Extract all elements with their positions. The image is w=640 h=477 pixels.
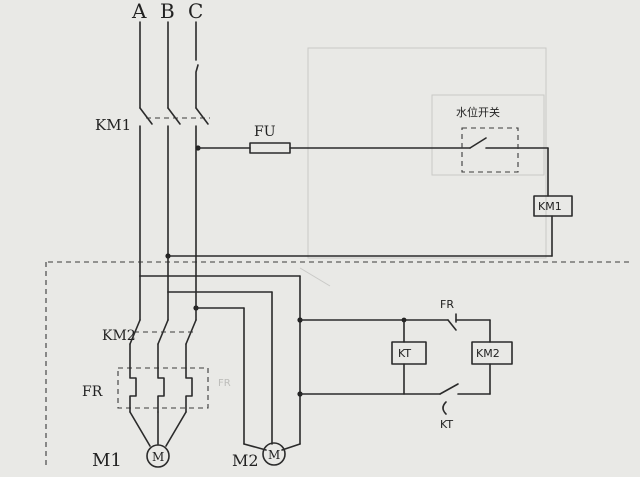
motor-m2-label: M2	[232, 451, 259, 470]
fr-label: FR	[82, 384, 103, 400]
km2-contacts	[129, 275, 197, 369]
fr-thermal-elements	[117, 367, 209, 447]
float-switch-label: 水位开关	[456, 105, 500, 119]
paper-show-through	[299, 47, 547, 287]
km2-coil-label: KM2	[476, 347, 500, 360]
km1-coil-label: KM1	[538, 200, 562, 213]
km2-contact-label: KM2	[102, 328, 136, 344]
fr-faint-label: FR	[218, 378, 231, 389]
phase-c-label: C	[188, 0, 203, 23]
km1-control-circuit	[167, 127, 573, 257]
phase-lines	[139, 21, 199, 109]
m2-control-circuit	[297, 313, 513, 415]
phase-a-label: A	[131, 0, 147, 23]
fr-contact-label: FR	[440, 298, 454, 311]
kt-coil-label: KT	[398, 347, 411, 360]
km1-main-contacts	[139, 107, 210, 277]
kt-contact-label: KT	[440, 418, 453, 431]
motor-m1-symbol: M	[152, 450, 164, 464]
km1-contact-label: KM1	[95, 116, 131, 134]
m2-feed	[139, 253, 301, 445]
motor-m2: M	[243, 442, 301, 466]
motor-m1-label: M1	[92, 450, 122, 471]
phase-b-label: B	[160, 0, 175, 23]
motor-m1: M	[146, 444, 170, 468]
motor-m2-symbol: M	[268, 448, 280, 462]
fuse-label: FU	[254, 124, 276, 140]
